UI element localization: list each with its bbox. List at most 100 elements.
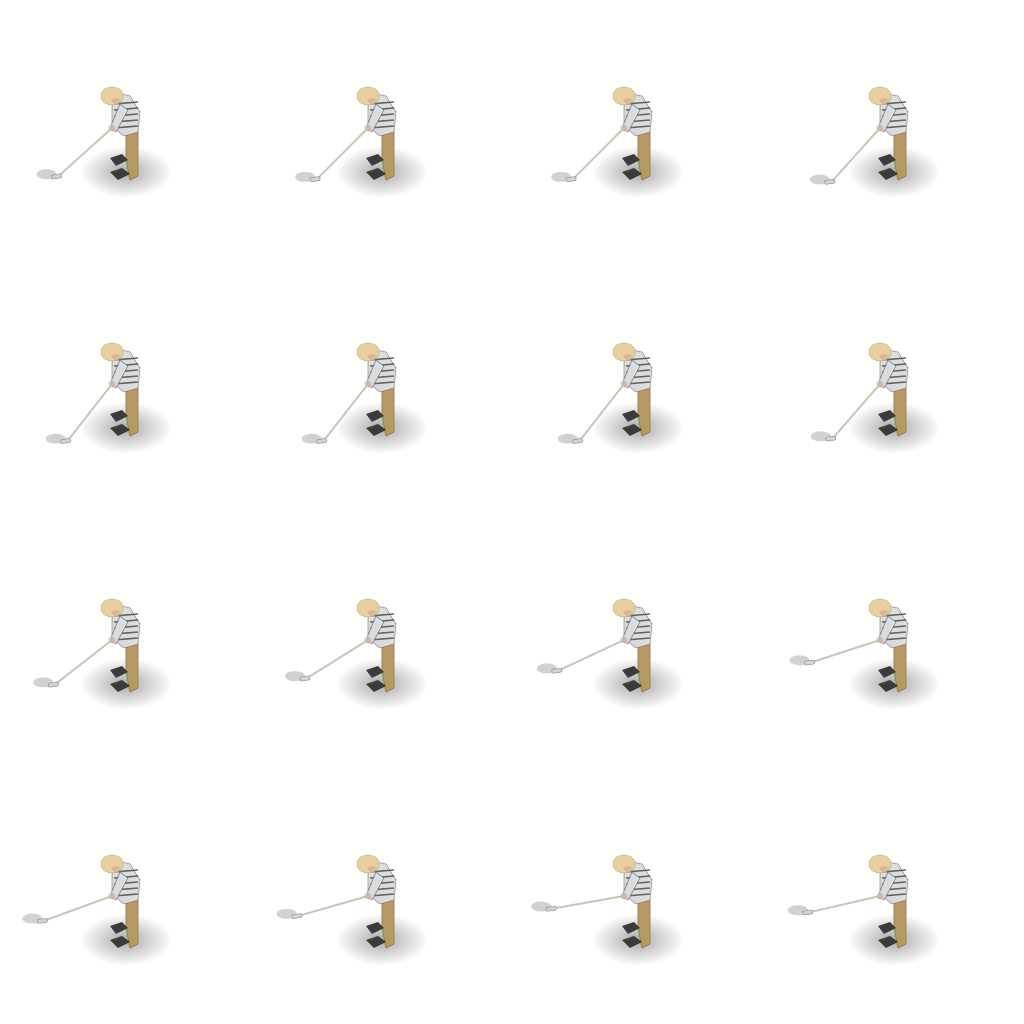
arm bbox=[621, 103, 641, 133]
hair bbox=[868, 86, 892, 106]
right-shoe bbox=[110, 936, 130, 948]
hands bbox=[876, 380, 884, 388]
golfer-frame bbox=[0, 768, 256, 1024]
club-head bbox=[316, 438, 328, 444]
club-shaft bbox=[572, 127, 625, 180]
left-shoe bbox=[110, 922, 128, 934]
face bbox=[368, 610, 376, 616]
golfer-frame bbox=[768, 768, 1024, 1024]
arm bbox=[365, 359, 385, 389]
arm bbox=[365, 103, 385, 133]
club-head bbox=[824, 179, 836, 185]
club-shaft bbox=[830, 127, 881, 183]
club-shaft bbox=[831, 383, 881, 440]
club-head bbox=[299, 675, 311, 682]
left-shoe bbox=[878, 410, 896, 422]
face bbox=[368, 866, 376, 872]
arm bbox=[621, 359, 641, 389]
club-shaft bbox=[322, 383, 369, 442]
hands bbox=[620, 892, 628, 900]
face bbox=[880, 610, 888, 616]
left-shoe bbox=[110, 410, 128, 422]
club-shaft bbox=[305, 639, 369, 680]
club-shaft bbox=[578, 383, 625, 442]
golfer-frame bbox=[768, 0, 1024, 256]
club-shaft bbox=[297, 895, 369, 917]
arm bbox=[365, 615, 385, 645]
club-shaft bbox=[54, 639, 113, 686]
club-head bbox=[802, 909, 814, 916]
arm bbox=[621, 871, 641, 901]
club-shaft bbox=[810, 639, 881, 664]
hands bbox=[108, 124, 116, 132]
right-shoe bbox=[366, 168, 386, 180]
right-shoe bbox=[110, 424, 130, 436]
right-shoe bbox=[366, 680, 386, 692]
golfer-frame bbox=[256, 0, 512, 256]
left-shoe bbox=[366, 154, 384, 166]
club-head bbox=[825, 435, 837, 442]
hands bbox=[620, 124, 628, 132]
left-shoe bbox=[622, 922, 640, 934]
hands bbox=[364, 124, 372, 132]
arm bbox=[109, 871, 129, 901]
right-shoe bbox=[878, 168, 898, 180]
face bbox=[624, 866, 632, 872]
club-shaft bbox=[557, 639, 625, 672]
left-shoe bbox=[622, 154, 640, 166]
golfer-frame bbox=[768, 256, 1024, 512]
arm bbox=[877, 103, 897, 133]
right-shoe bbox=[622, 424, 642, 436]
arm bbox=[877, 359, 897, 389]
left-shoe bbox=[878, 154, 896, 166]
club-head bbox=[565, 176, 577, 182]
face bbox=[112, 354, 120, 360]
face bbox=[368, 98, 376, 104]
right-shoe bbox=[878, 424, 898, 436]
arm bbox=[109, 359, 129, 389]
arm bbox=[877, 871, 897, 901]
club-shaft bbox=[808, 895, 881, 914]
club-head bbox=[291, 913, 303, 919]
right-shoe bbox=[622, 936, 642, 948]
hair bbox=[612, 342, 636, 362]
hair bbox=[356, 598, 380, 618]
arm bbox=[365, 871, 385, 901]
face bbox=[880, 98, 888, 104]
right-shoe bbox=[110, 168, 130, 180]
right-shoe bbox=[622, 680, 642, 692]
face bbox=[624, 98, 632, 104]
hair bbox=[612, 86, 636, 106]
hands bbox=[364, 380, 372, 388]
right-shoe bbox=[878, 680, 898, 692]
golfer-frame bbox=[0, 512, 256, 768]
hair bbox=[100, 598, 124, 618]
club-head bbox=[51, 173, 62, 180]
hands bbox=[620, 380, 628, 388]
golfer-frame bbox=[0, 0, 256, 256]
club-head bbox=[551, 667, 563, 674]
left-shoe bbox=[366, 922, 384, 934]
hands bbox=[108, 892, 116, 900]
hands bbox=[876, 892, 884, 900]
golfer-frame bbox=[768, 512, 1024, 768]
club-shaft bbox=[66, 383, 113, 442]
golfer-frame bbox=[256, 256, 512, 512]
right-shoe bbox=[110, 680, 130, 692]
face bbox=[112, 866, 120, 872]
hair bbox=[100, 854, 124, 874]
club-head bbox=[60, 438, 72, 444]
right-shoe bbox=[366, 424, 386, 436]
arm bbox=[109, 615, 129, 645]
golfer-frame bbox=[512, 0, 768, 256]
face bbox=[880, 354, 888, 360]
left-shoe bbox=[878, 922, 896, 934]
club-head bbox=[545, 905, 557, 912]
arm bbox=[621, 615, 641, 645]
club-head bbox=[37, 918, 48, 924]
left-shoe bbox=[110, 666, 128, 678]
club-head bbox=[572, 438, 584, 444]
left-shoe bbox=[878, 666, 896, 678]
left-shoe bbox=[366, 410, 384, 422]
hair bbox=[612, 854, 636, 874]
